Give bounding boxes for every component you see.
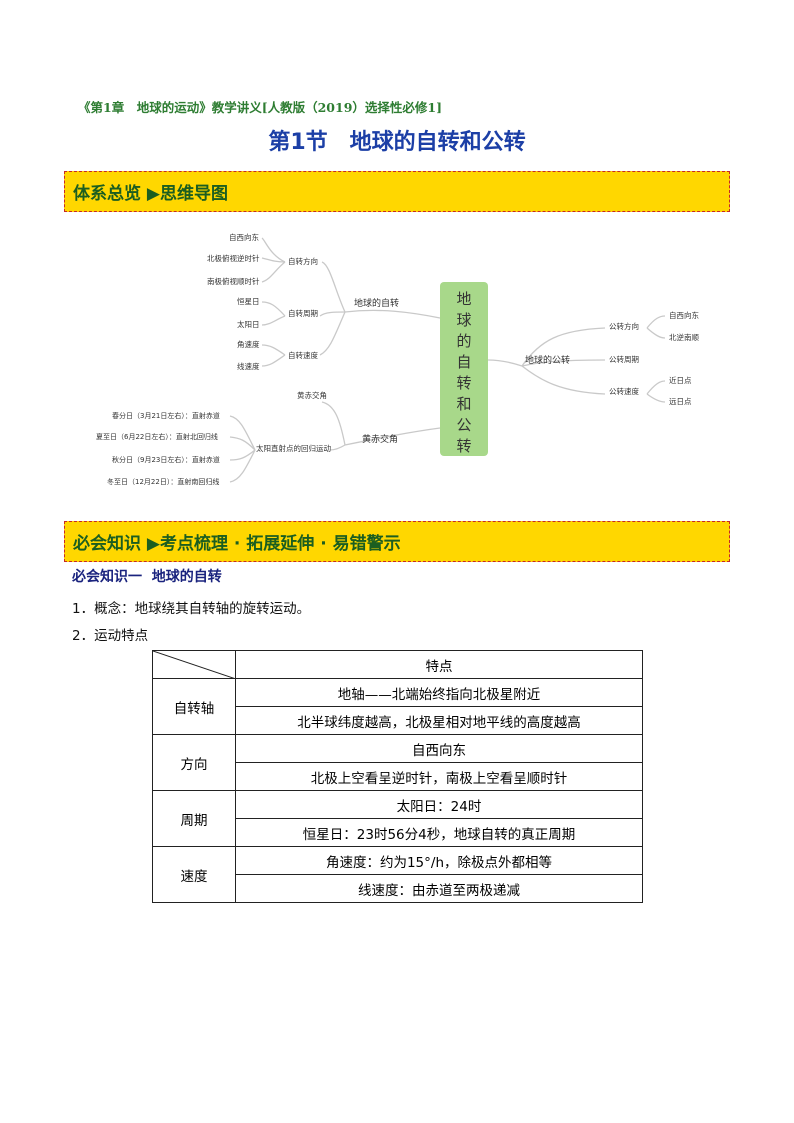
node-revolution-direction: 公转方向 xyxy=(609,321,639,331)
table-cell: 北极上空看呈逆时针，南极上空看呈顺时针 xyxy=(235,762,643,791)
row-label: 周期 xyxy=(152,790,236,847)
center-char: 地 xyxy=(456,290,471,308)
table-cell: 恒星日：23时56分4秒，地球自转的真正周期 xyxy=(235,818,643,847)
table-cell: 自西向东 xyxy=(235,734,643,763)
page-title: 第1节 地球的自转和公转 xyxy=(268,130,526,155)
center-char: 公 xyxy=(456,416,471,434)
node-rotation-speed: 自转速度 xyxy=(288,350,318,360)
center-char: 转 xyxy=(456,374,471,392)
leaf-node: 自西向东 xyxy=(669,310,699,320)
leaf-node: 恒星日 xyxy=(237,296,260,306)
table-corner-cell xyxy=(152,650,236,679)
table-row: 恒星日：23时56分4秒，地球自转的真正周期 xyxy=(153,818,643,847)
leaf-node: 近日点 xyxy=(669,375,692,385)
section-banner-knowledge: 必会知识 ▶考点梳理 · 拓展延伸 · 易错警示 xyxy=(64,521,730,562)
banner-label: 体系总览 ▶思维导图 xyxy=(73,184,228,204)
row-label: 方向 xyxy=(152,734,236,791)
table-row: 方向 自西向东 xyxy=(152,734,643,791)
leaf-node: 线速度 xyxy=(237,361,260,371)
paragraph-features: 2．运动特点 xyxy=(72,628,149,644)
center-char: 球 xyxy=(456,311,471,329)
node-revolution-speed: 公转速度 xyxy=(609,386,639,396)
table-header-row: 特点 xyxy=(152,650,643,679)
table-header-cell: 特点 xyxy=(235,650,643,679)
leaf-node: 北逆南顺 xyxy=(669,332,699,342)
diagonal-line xyxy=(153,651,236,679)
center-char: 的 xyxy=(456,332,471,350)
node-rotation-direction: 自转方向 xyxy=(288,256,318,266)
table-cell: 北半球纬度越高，北极星相对地平线的高度越高 xyxy=(235,706,643,735)
document-series-header: 《第1章 地球的运动》教学讲义[人教版（2019）选择性必修1] xyxy=(78,100,443,115)
table-row: 自转轴 地轴——北端始终指向北极星附近 xyxy=(152,678,643,735)
section-banner-overview: 体系总览 ▶思维导图 xyxy=(64,171,730,212)
leaf-node: 春分日（3月21日左右）：直射赤道 xyxy=(112,411,220,420)
leaf-node: 黄赤交角 xyxy=(297,390,327,400)
table-cell: 地轴——北端始终指向北极星附近 xyxy=(235,678,643,707)
leaf-node: 角速度 xyxy=(237,339,260,349)
table-row: 线速度：由赤道至两极递减 xyxy=(153,874,643,903)
node-obliquity: 黄赤交角 xyxy=(362,433,398,445)
features-table: 特点 自转轴 地轴——北端始终指向北极星附近 北半球纬度越高，北极星相对地平线的… xyxy=(152,650,643,903)
row-label: 自转轴 xyxy=(152,678,236,735)
table-row: 北半球纬度越高，北极星相对地平线的高度越高 xyxy=(153,706,643,735)
node-revolution-period: 公转周期 xyxy=(609,354,639,364)
leaf-node: 北极俯视逆时针 xyxy=(207,253,260,263)
table-cell: 线速度：由赤道至两极递减 xyxy=(235,874,643,903)
center-char: 自 xyxy=(456,353,471,371)
node-solar-point-motion: 太阳直射点的回归运动 xyxy=(256,443,331,453)
leaf-node: 远日点 xyxy=(669,397,692,406)
paragraph-concept: 1．概念：地球绕其自转轴的旋转运动。 xyxy=(72,601,311,617)
table-row: 北极上空看呈逆时针，南极上空看呈顺时针 xyxy=(153,762,643,791)
mind-map: 地 球 的 自 转 和 公 转 地球的自转 自转方向 自西向东 北极俯视逆时针 … xyxy=(96,232,699,486)
leaf-node: 自西向东 xyxy=(229,232,259,242)
leaf-node: 太阳日 xyxy=(237,319,260,329)
banner-label: 必会知识 ▶考点梳理 · 拓展延伸 · 易错警示 xyxy=(73,534,401,554)
leaf-node: 冬至日（12月22日）：直射南回归线 xyxy=(107,477,219,486)
row-label: 速度 xyxy=(152,846,236,903)
section-heading: 必会知识一 地球的自转 xyxy=(72,569,222,585)
node-revolution: 地球的公转 xyxy=(525,354,570,366)
node-rotation: 地球的自转 xyxy=(354,297,399,309)
table-cell: 太阳日：24时 xyxy=(235,790,643,819)
leaf-node: 秋分日（9月23日左右）：直射赤道 xyxy=(112,455,220,464)
center-char: 和 xyxy=(456,395,471,413)
center-char: 转 xyxy=(456,437,471,455)
table-cell: 角速度：约为15°/h，除极点外都相等 xyxy=(235,846,643,875)
table-row: 速度 角速度：约为15°/h，除极点外都相等 xyxy=(152,846,643,903)
table-row: 周期 太阳日：24时 xyxy=(152,790,643,847)
leaf-node: 南极俯视顺时针 xyxy=(207,276,260,286)
mind-map-center-box xyxy=(440,282,488,456)
leaf-node: 夏至日（6月22日左右）：直射北回归线 xyxy=(96,432,218,441)
node-rotation-period: 自转周期 xyxy=(288,308,318,318)
